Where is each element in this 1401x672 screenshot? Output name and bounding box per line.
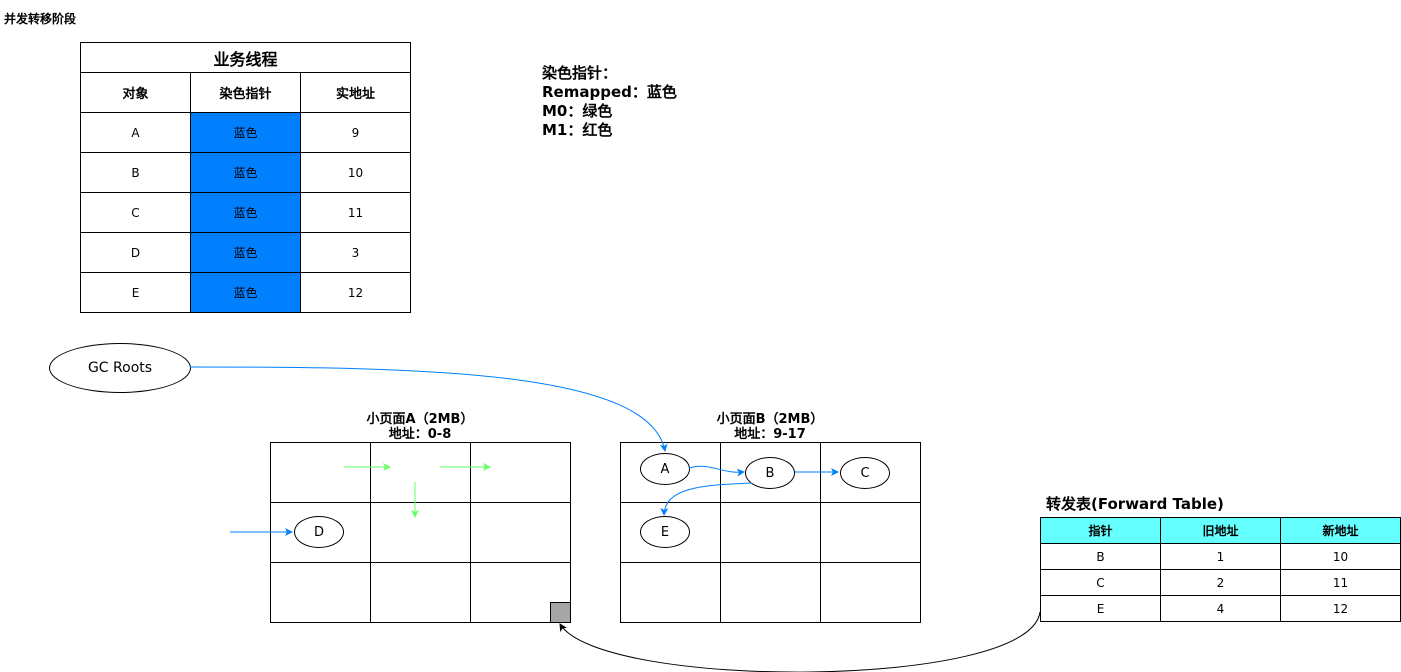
- cell-pointer: 蓝色: [190, 272, 301, 313]
- page-b-address: 地址：9-17: [734, 427, 806, 442]
- cell-address: 3: [300, 232, 411, 273]
- table-row: A 蓝色 9: [80, 112, 411, 153]
- forward-cell-old: 4: [1160, 595, 1281, 622]
- page-b-label: 小页面B（2MB） 地址：9-17: [670, 412, 870, 442]
- cell-address: 10: [300, 152, 411, 193]
- node-d: D: [294, 516, 344, 548]
- forward-cell-pointer: B: [1040, 543, 1161, 570]
- table-row: C 2 11: [1040, 569, 1401, 596]
- forward-cell-old: 1: [1160, 543, 1281, 570]
- cell-object: A: [80, 112, 191, 153]
- forward-table-title: 转发表(Forward Table): [1046, 495, 1224, 513]
- cell-object: E: [80, 272, 191, 313]
- forward-header-pointer: 指针: [1040, 517, 1161, 544]
- node-a: A: [640, 453, 690, 485]
- page-a-address: 地址：0-8: [388, 427, 452, 442]
- header-colored-pointer: 染色指针: [190, 72, 301, 113]
- node-c: C: [840, 457, 890, 489]
- cell-pointer: 蓝色: [190, 112, 301, 153]
- cell-object: C: [80, 192, 191, 233]
- cell-address: 11: [300, 192, 411, 233]
- cell-pointer: 蓝色: [190, 192, 301, 233]
- gray-block: [550, 602, 571, 623]
- legend-title: 染色指针：: [542, 64, 618, 82]
- forward-cell-pointer: E: [1040, 595, 1161, 622]
- node-e: E: [640, 516, 690, 548]
- cell-object: D: [80, 232, 191, 273]
- forward-table: 指针 旧地址 新地址 B 1 10 C 2 11 E 4 12: [1040, 517, 1401, 622]
- business-thread-table: 业务线程 对象 染色指针 实地址 A 蓝色 9 B 蓝色 10 C 蓝色 11 …: [80, 42, 411, 313]
- cell-address: 12: [300, 272, 411, 313]
- page-a-title: 小页面A（2MB）: [366, 412, 474, 427]
- page-a-label: 小页面A（2MB） 地址：0-8: [320, 412, 520, 442]
- legend-m1: M1：红色: [542, 121, 613, 139]
- cell-object: B: [80, 152, 191, 193]
- forward-cell-new: 11: [1280, 569, 1401, 596]
- table-row: E 蓝色 12: [80, 272, 411, 313]
- table-row: E 4 12: [1040, 595, 1401, 622]
- gc-roots-node: GC Roots: [49, 343, 191, 393]
- table-row: D 蓝色 3: [80, 232, 411, 273]
- header-object: 对象: [80, 72, 191, 113]
- legend-m0: M0：绿色: [542, 102, 613, 120]
- forward-cell-old: 2: [1160, 569, 1281, 596]
- legend-remapped: Remapped：蓝色: [542, 83, 677, 101]
- cell-address: 9: [300, 112, 411, 153]
- color-legend: 染色指针： Remapped：蓝色 M0：绿色 M1：红色: [542, 64, 677, 140]
- forward-header-new: 新地址: [1280, 517, 1401, 544]
- table-row: B 蓝色 10: [80, 152, 411, 193]
- cell-pointer: 蓝色: [190, 152, 301, 193]
- header-real-address: 实地址: [300, 72, 411, 113]
- forward-cell-pointer: C: [1040, 569, 1161, 596]
- table-row: B 1 10: [1040, 543, 1401, 570]
- forward-header-old: 旧地址: [1160, 517, 1281, 544]
- table-row: C 蓝色 11: [80, 192, 411, 233]
- node-b: B: [745, 457, 795, 489]
- page-b-title: 小页面B（2MB）: [716, 412, 824, 427]
- forward-cell-new: 10: [1280, 543, 1401, 570]
- business-table-caption: 业务线程: [80, 42, 411, 73]
- forward-cell-new: 12: [1280, 595, 1401, 622]
- cell-pointer: 蓝色: [190, 232, 301, 273]
- page-title: 并发转移阶段: [4, 12, 77, 26]
